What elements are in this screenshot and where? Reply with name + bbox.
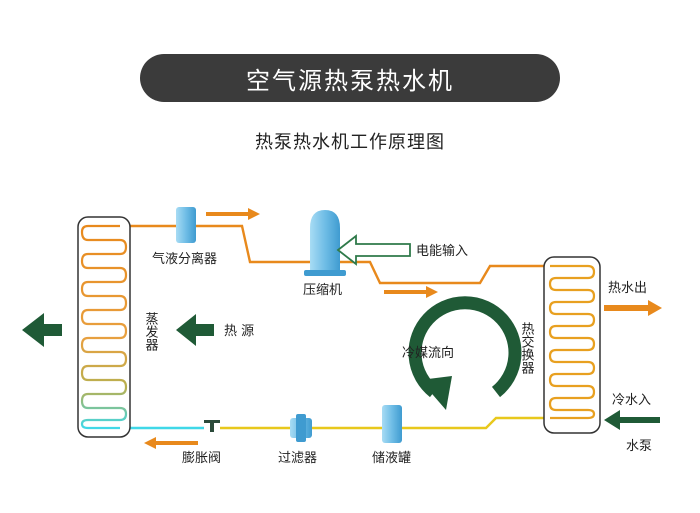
flow-arrow-middle-icon bbox=[384, 286, 438, 298]
pipe-separator-to-compressor bbox=[196, 224, 310, 264]
evaporator-coil bbox=[80, 224, 128, 430]
power-input-arrow-icon bbox=[336, 234, 411, 266]
receiver-label: 储液罐 bbox=[372, 451, 411, 466]
hot-water-out-arrow-icon bbox=[604, 300, 662, 316]
filter bbox=[290, 414, 312, 442]
filter-label: 过滤器 bbox=[278, 451, 317, 466]
compressor bbox=[304, 210, 346, 276]
heat-exchanger-label: 热交换器 bbox=[519, 322, 535, 375]
title-banner: 空气源热泵热水机 bbox=[140, 54, 560, 102]
refrigerant-pipes bbox=[120, 224, 550, 430]
expansion-valve bbox=[204, 420, 220, 432]
heat-exchanger-coil bbox=[548, 264, 596, 420]
refrigerant-flow-label: 冷媒流向 bbox=[402, 345, 454, 361]
separator-label: 气液分离器 bbox=[152, 251, 217, 267]
evaporator bbox=[77, 216, 131, 438]
diagram-subtitle: 热泵热水机工作原理图 bbox=[255, 132, 445, 153]
cold-water-in-arrow-icon bbox=[604, 410, 660, 430]
heat-source-label: 热 源 bbox=[224, 324, 254, 339]
receiver-tank bbox=[382, 405, 402, 443]
gas-liquid-separator bbox=[176, 207, 196, 243]
flow-arrow-bottom-icon bbox=[144, 437, 198, 449]
hot-water-out-label: 热水出 bbox=[608, 281, 647, 296]
cold-water-in-label: 冷水入 bbox=[612, 393, 651, 408]
flow-arrow-top-icon bbox=[206, 208, 260, 220]
evaporator-label: 蒸发器 bbox=[143, 312, 159, 352]
pipe-compressor-to-exchanger bbox=[340, 260, 550, 285]
air-out-arrow-icon bbox=[22, 313, 62, 347]
water-pump-label: 水泵 bbox=[626, 439, 652, 454]
power-input-label: 电能输入 bbox=[416, 243, 468, 259]
refrigerant-flow-arrow-icon bbox=[408, 296, 522, 410]
expansion-valve-label: 膨胀阀 bbox=[182, 451, 221, 466]
pipe-exchanger-to-receiver bbox=[402, 416, 550, 430]
heat-exchanger bbox=[543, 256, 601, 434]
compressor-label: 压缩机 bbox=[303, 282, 342, 298]
heat-source-arrow-icon bbox=[176, 314, 214, 346]
